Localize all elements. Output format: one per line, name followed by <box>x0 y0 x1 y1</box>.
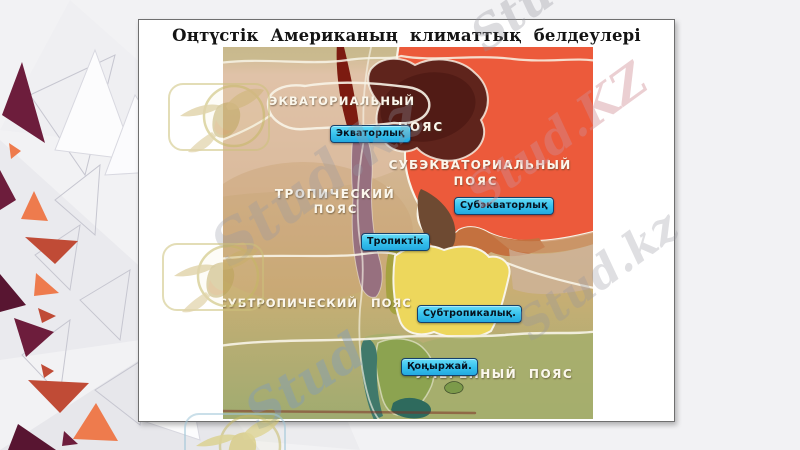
subtropical-zone <box>392 244 511 339</box>
slide: Оңтүстік Американың климаттық белдеулері <box>138 19 675 422</box>
climate-map: УМЕРЕННЫЙ ПОЯС ЭКВАТОРИАЛЬНЫЙ ПОЯС СУБЭК… <box>223 47 593 419</box>
equatorial-belt-label-1: ЭКВАТОРИАЛЬНЫЙ <box>269 93 415 108</box>
pinkish-gray-band <box>509 244 593 295</box>
callout-subtropical: Субтропикалық. <box>417 305 523 323</box>
south-america-climate-map: УМЕРЕННЫЙ ПОЯС ЭКВАТОРИАЛЬНЫЙ ПОЯС СУБЭК… <box>223 47 593 419</box>
tropical-belt-label-2: ПОЯС <box>314 202 359 216</box>
subequatorial-belt-label-2: ПОЯС <box>454 174 499 188</box>
coast-teal-strip <box>360 338 383 419</box>
belt-labels: УМЕРЕННЫЙ ПОЯС ЭКВАТОРИАЛЬНЫЙ ПОЯС СУБЭК… <box>223 93 572 381</box>
subtropical-belt-label: СУБТРОПИЧЕСКИЙ ПОЯС <box>223 295 412 310</box>
callout-equatorial: Экваторлық <box>330 125 411 143</box>
orange-triangles <box>9 143 118 441</box>
brown-fade-band <box>489 232 593 254</box>
callout-subequatorial: Субэкваторлық <box>454 197 554 215</box>
island <box>444 381 464 394</box>
callout-temperate: Қоңыржай. <box>401 358 478 376</box>
subequatorial-belt-label-1: СУБЭКВАТОРИАЛЬНЫЙ <box>389 157 572 172</box>
andes-dark-red-streak <box>336 47 359 139</box>
maroon-triangles <box>0 62 78 450</box>
page-title: Оңтүстік Американың климаттық белдеулері <box>172 26 641 45</box>
callout-tropical: Тропиктік <box>361 233 430 251</box>
tropical-belt-label-1: ТРОПИЧЕСКИЙ <box>275 186 395 201</box>
brick-triangles <box>25 237 89 413</box>
